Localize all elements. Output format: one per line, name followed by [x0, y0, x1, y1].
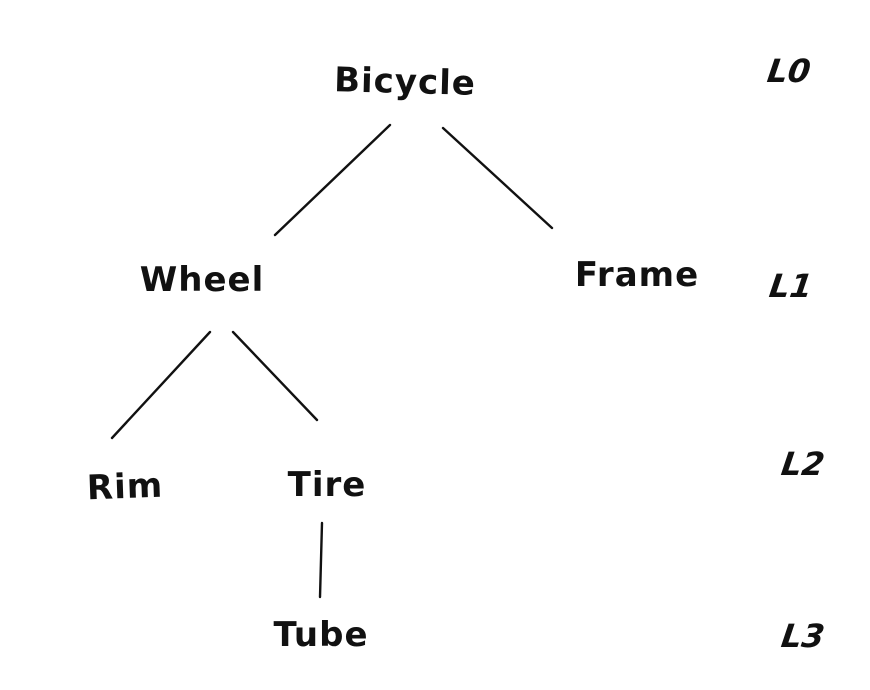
edge-wheel-rim [110, 330, 212, 440]
node-wheel: Wheel [139, 260, 265, 300]
node-tire: Tire [287, 465, 367, 505]
level-label-l3: L3 [779, 617, 827, 655]
edge-wheel-tire [231, 330, 319, 422]
node-rim: Rim [86, 465, 164, 509]
edge-bicycle-frame [441, 126, 554, 230]
node-frame: Frame [574, 255, 700, 295]
level-label-l1: L1 [767, 267, 815, 305]
edge-tire-tube [318, 521, 324, 599]
node-bicycle: Bicycle [333, 60, 477, 104]
edge-bicycle-wheel [273, 123, 392, 237]
level-label-l2: L2 [779, 445, 827, 483]
node-tube: Tube [273, 615, 369, 655]
level-label-l0: L0 [765, 52, 813, 90]
